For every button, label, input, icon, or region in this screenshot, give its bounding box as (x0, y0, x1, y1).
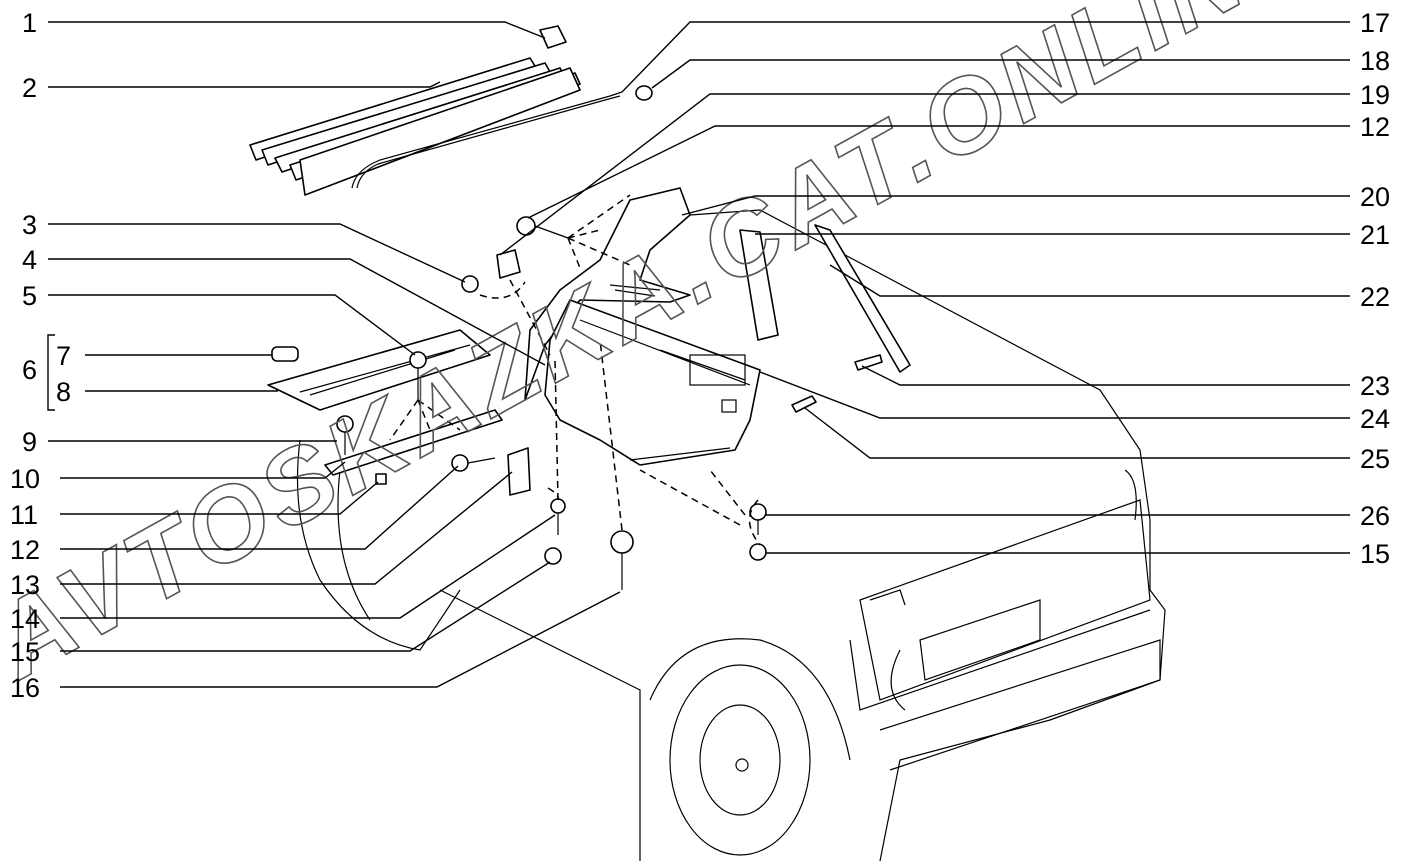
bracket-6 (47, 334, 55, 411)
part-pillar-trim (524, 187, 691, 401)
leader-line-24 (759, 371, 1350, 419)
leader-line-3 (48, 223, 466, 283)
part-screw-23 (854, 354, 883, 371)
leader-line-1 (48, 21, 546, 39)
callout-8: 8 (56, 377, 71, 407)
leader-line-12 (60, 465, 459, 550)
callout-25: 25 (1360, 444, 1390, 474)
callout-20: 20 (1360, 182, 1390, 212)
leader-line-12 (527, 125, 1350, 219)
callout-14: 14 (10, 604, 40, 634)
leader-line-4 (48, 258, 546, 366)
leader-line-11 (60, 481, 379, 515)
callout-2: 2 (22, 73, 37, 103)
callout-15: 15 (1360, 539, 1390, 569)
part-panel-10 (324, 409, 503, 476)
leader-line-20 (681, 195, 1350, 216)
part-clip (539, 25, 567, 49)
callout-15: 15 (10, 637, 40, 667)
callout-26: 26 (1360, 501, 1390, 531)
car-body-outline (296, 209, 1166, 861)
callout-10: 10 (10, 464, 40, 494)
callout-6: 6 (22, 355, 37, 385)
leader-line-10 (60, 461, 346, 479)
callout-24: 24 (1360, 404, 1390, 434)
leader-line-23 (861, 365, 1350, 386)
leader-line-25 (804, 407, 1350, 459)
leader-line-18 (651, 59, 1350, 89)
leader-line-5 (48, 294, 416, 356)
leader-line-19 (499, 93, 1350, 256)
leader-line-2 (48, 81, 441, 88)
part-bracket-13 (507, 447, 531, 496)
callout-12: 12 (1360, 112, 1390, 142)
leader-line-14 (60, 514, 556, 619)
callout-16: 16 (10, 673, 40, 703)
callout-5: 5 (22, 281, 37, 311)
callout-7: 7 (56, 341, 71, 371)
part-trunk-trim (544, 299, 761, 466)
callout-22: 22 (1360, 282, 1390, 312)
callout-4: 4 (22, 245, 37, 275)
leader-line-15 (60, 561, 551, 652)
leader-line-16 (60, 591, 621, 688)
callout-17: 17 (1360, 8, 1390, 38)
part-strip-22 (814, 224, 911, 373)
part-plug (635, 85, 653, 101)
part-cap-7 (271, 346, 299, 362)
part-seal-strips (249, 57, 581, 196)
callout-12: 12 (10, 535, 40, 565)
callout-1: 1 (22, 8, 37, 38)
part-pin-24 (791, 395, 817, 413)
callout-23: 23 (1360, 371, 1390, 401)
leader-line-22 (829, 264, 1350, 297)
part-rod (351, 91, 623, 189)
callout-13: 13 (10, 570, 40, 600)
part-strip-21 (739, 229, 779, 341)
parts (249, 25, 911, 590)
leader-lines (48, 21, 1350, 688)
leader-line-17 (621, 21, 1350, 93)
callout-21: 21 (1360, 220, 1390, 250)
leader-line-13 (60, 471, 513, 585)
callout-11: 11 (10, 500, 38, 530)
callout-3: 3 (22, 210, 37, 240)
callout-18: 18 (1360, 46, 1390, 76)
callout-19: 19 (1360, 80, 1390, 110)
callout-9: 9 (22, 427, 37, 457)
